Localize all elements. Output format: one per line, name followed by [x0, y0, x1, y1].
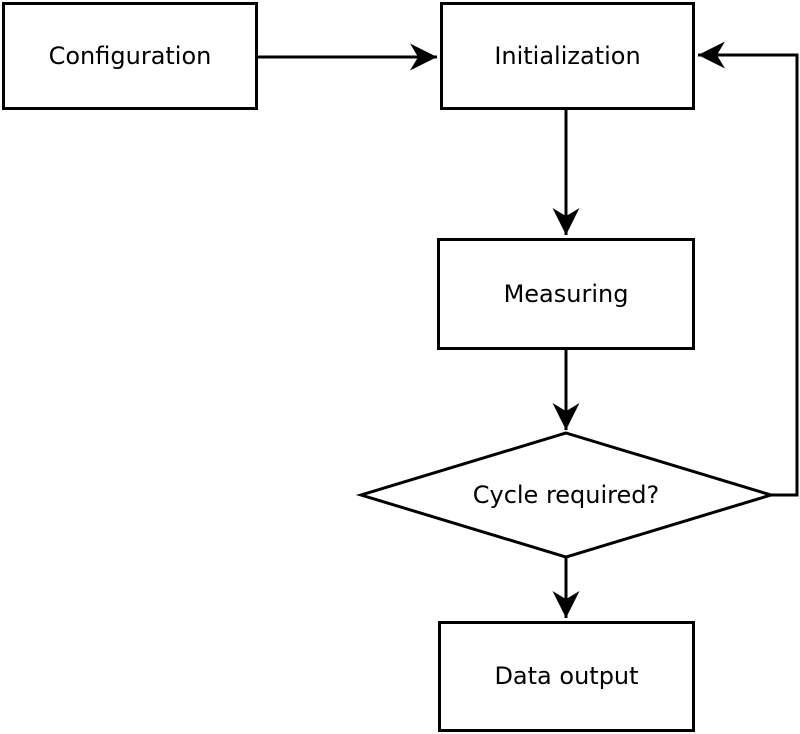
edge-cycle-required-to-initialization [698, 41, 799, 497]
decision-diamond-cycle-required [355, 431, 777, 559]
node-initialization: Initialization [440, 2, 695, 110]
node-data-output-label: Data output [494, 662, 639, 691]
node-initialization-label: Initialization [494, 41, 641, 70]
node-configuration-label: Configuration [48, 41, 212, 70]
node-measuring-label: Measuring [503, 279, 629, 308]
node-configuration: Configuration [2, 2, 258, 110]
node-data-output: Data output [438, 621, 695, 732]
node-measuring: Measuring [437, 238, 695, 350]
